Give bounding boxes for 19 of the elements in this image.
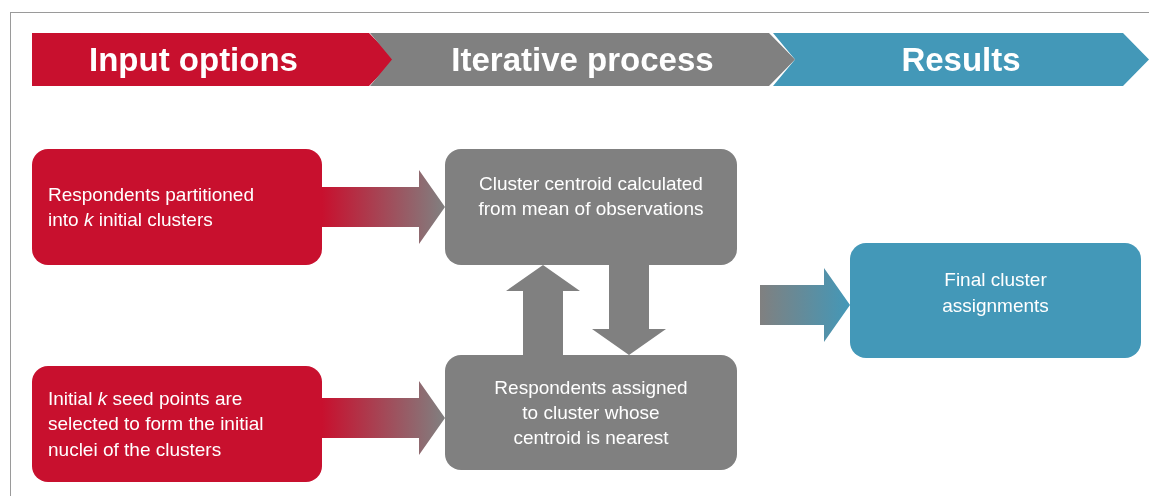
box-text: Respondents partitioned into k initial clusters [48,182,255,232]
block-arrow [322,170,445,244]
block-arrow [322,381,445,455]
block-arrow [506,265,580,355]
box-text: Final cluster assignments [941,268,1050,318]
process-box [32,366,322,482]
block-arrow [760,268,850,342]
stage-title: Input options [89,40,298,79]
block-arrow [592,265,666,355]
stage-header-banner [773,33,1149,86]
process-box [445,355,737,470]
stage-title: Iterative process [451,40,714,79]
process-box [32,149,322,265]
process-box [850,243,1141,358]
box-text: Respondents assigned to cluster whose centroid is nearest [493,375,689,451]
box-text: Cluster centroid calculated from mean of observations [477,171,705,221]
box-text: Initial k seed points are selected to form the initial nuclei of the clusters [48,387,265,462]
stage-title: Results [901,40,1021,79]
process-box [445,149,737,265]
